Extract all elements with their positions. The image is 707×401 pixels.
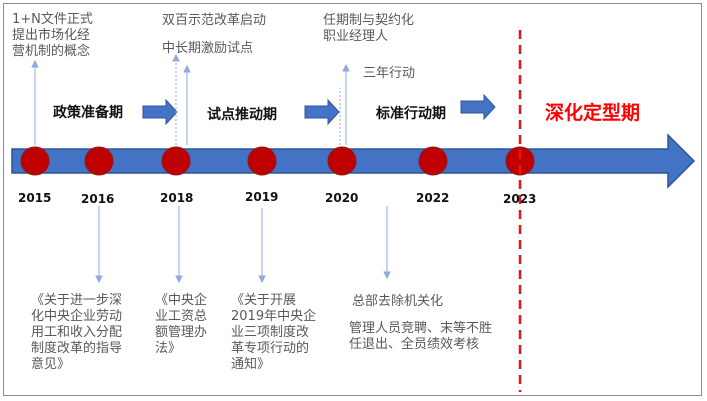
- phase-arrow-3: [460, 93, 496, 121]
- phase-label-deepening: 深化定型期: [545, 102, 641, 124]
- event-2018-note-a: 双百示范改革启动: [162, 13, 267, 28]
- event-2016-document: 《关于进一步深 化中央企业劳动 用工和收入分配 制度改革的指导 意见》: [31, 293, 123, 372]
- connector-2015-head: [31, 59, 39, 68]
- event-2019-document: 《关于开展 2019年中央企 业三项制度改 革专项行动的 通知》: [231, 293, 317, 372]
- milestone-2022: [418, 146, 448, 176]
- milestone-2020: [327, 146, 357, 176]
- event-2022-note-b: 管理人员竞聘、末等不胜 任退出、全员绩效考核: [349, 321, 493, 352]
- diagram-frame: [3, 3, 702, 396]
- connector-2019-head: [258, 275, 266, 284]
- phase-arrow-2: [304, 98, 340, 126]
- connector-2018-a-head: [172, 53, 180, 62]
- connector-2020-b-head: [342, 63, 350, 72]
- connector-2022-head: [383, 271, 391, 280]
- connector-2016-head: [95, 275, 103, 284]
- event-2018-document: 《中央企 业工资总 额管理办 法》: [155, 293, 208, 356]
- year-label-2019: 2019: [245, 190, 279, 204]
- year-label-2015: 2015: [18, 191, 52, 205]
- milestone-2016: [84, 146, 114, 176]
- event-2018-note-b: 中长期激励试点: [162, 41, 254, 56]
- phase-label-standard-action: 标准行动期: [376, 106, 446, 122]
- phase-arrow-1: [142, 98, 178, 126]
- milestone-2019: [247, 146, 277, 176]
- year-label-2020: 2020: [325, 191, 359, 205]
- event-2015-note: 1+N文件正式 提出市场化经 营机制的概念: [12, 12, 93, 59]
- event-2022-note-a: 总部去除机关化: [352, 294, 444, 309]
- event-2020-note-b: 三年行动: [363, 66, 416, 81]
- year-label-2022: 2022: [416, 191, 450, 205]
- year-label-2016: 2016: [81, 192, 115, 206]
- phase-label-pilot: 试点推动期: [207, 107, 277, 123]
- year-label-2018: 2018: [160, 191, 194, 205]
- milestone-2015: [20, 146, 50, 176]
- phase-label-policy-prep: 政策准备期: [53, 105, 123, 121]
- connector-2018-down-head: [175, 275, 183, 284]
- milestone-2018: [161, 146, 191, 176]
- milestone-2023: [505, 146, 535, 176]
- year-label-2023: 2023: [503, 192, 537, 206]
- event-2020-note-a: 任期制与契约化 职业经理人: [323, 13, 415, 44]
- connector-2018-b-head: [183, 64, 191, 73]
